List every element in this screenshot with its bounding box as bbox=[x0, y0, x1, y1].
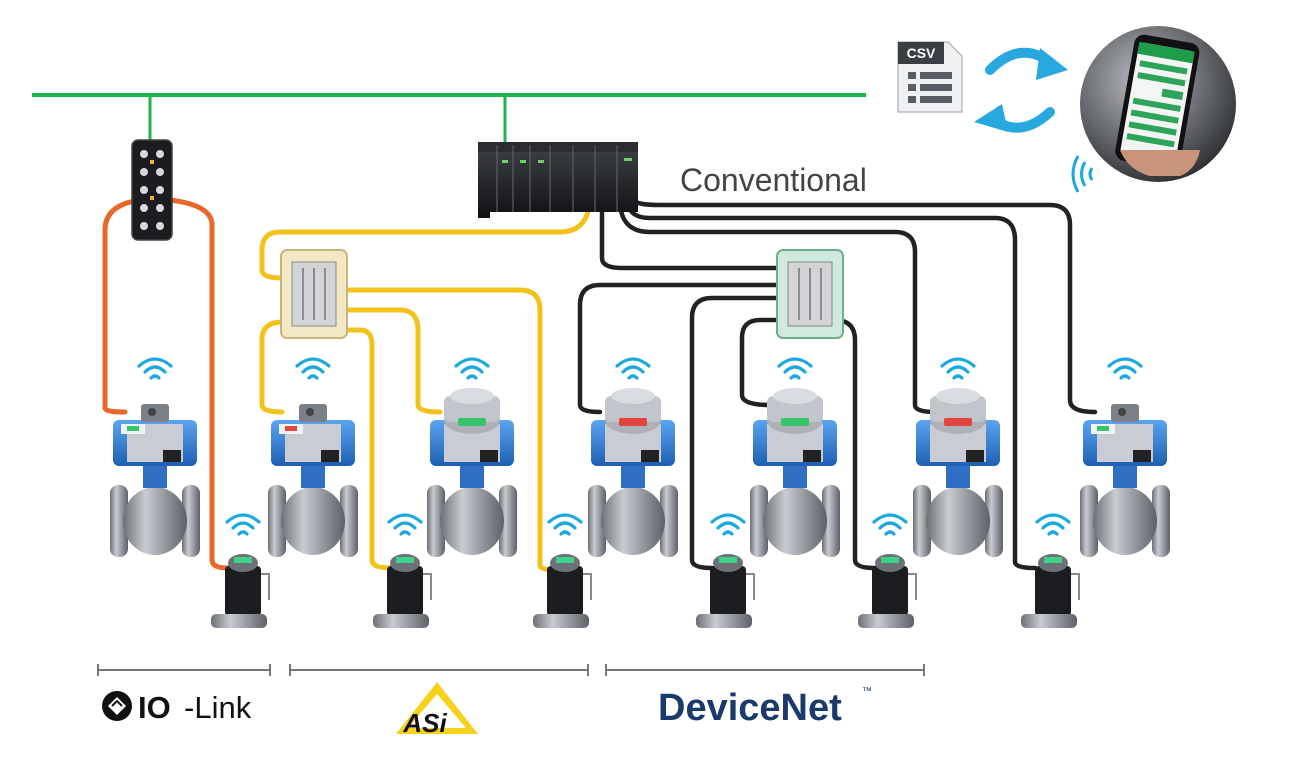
devicenet-module bbox=[776, 249, 844, 339]
csv-file-icon: CSV bbox=[897, 41, 963, 113]
status-led bbox=[719, 557, 737, 563]
status-led bbox=[781, 418, 809, 426]
solenoid-sensor bbox=[696, 554, 755, 628]
status-led bbox=[234, 557, 252, 563]
ball-valve-assembly bbox=[110, 404, 200, 557]
asi-logo: ASi bbox=[396, 682, 478, 738]
solenoid-sensors bbox=[211, 554, 1080, 628]
solenoid-sensor bbox=[373, 554, 432, 628]
wifi-icon bbox=[454, 357, 490, 380]
wifi-icon bbox=[615, 357, 651, 380]
status-led bbox=[396, 557, 414, 563]
iolink-prefix: IO bbox=[138, 690, 171, 725]
conventional-label: Conventional bbox=[680, 162, 867, 198]
wifi-icon bbox=[387, 513, 423, 536]
ball-valve-assembly bbox=[1080, 404, 1170, 557]
solenoid-sensor bbox=[1021, 554, 1080, 628]
smartphone-app-icon bbox=[1080, 26, 1236, 182]
ball-valve-assembly bbox=[427, 388, 517, 557]
solenoid-sensor bbox=[858, 554, 917, 628]
solenoid-sensor bbox=[211, 554, 270, 628]
status-led bbox=[881, 557, 899, 563]
conventional-cables bbox=[577, 197, 1098, 571]
wifi-icon bbox=[777, 357, 813, 380]
wifi-icon bbox=[872, 513, 908, 536]
wifi-icon bbox=[1107, 357, 1143, 380]
wifi-icon bbox=[547, 513, 583, 536]
wifi-icon bbox=[1071, 155, 1094, 193]
wifi-icon bbox=[940, 357, 976, 380]
iolink-master bbox=[131, 139, 173, 241]
wifi-icon bbox=[1035, 513, 1071, 536]
asi-module bbox=[280, 249, 348, 339]
solenoid-sensor bbox=[533, 554, 592, 628]
iolink-suffix: -Link bbox=[184, 690, 252, 725]
devicenet-tm: ™ bbox=[862, 686, 872, 697]
sync-arrows-icon bbox=[974, 47, 1068, 133]
wifi-icon bbox=[295, 357, 331, 380]
fieldbus-line bbox=[32, 93, 866, 142]
ball-valve-assembly bbox=[913, 388, 1003, 557]
iolink-logo: IO -Link bbox=[102, 690, 252, 725]
ball-valve-assembly bbox=[588, 388, 678, 557]
status-led bbox=[944, 418, 972, 426]
iolink-cables bbox=[102, 197, 231, 571]
status-led bbox=[127, 426, 139, 431]
csv-label: CSV bbox=[907, 45, 936, 61]
asi-text: ASi bbox=[402, 708, 447, 738]
wifi-icon bbox=[225, 513, 261, 536]
status-led bbox=[1044, 557, 1062, 563]
wireless-indicators bbox=[137, 357, 1143, 536]
status-led bbox=[285, 426, 297, 431]
wifi-icon bbox=[710, 513, 746, 536]
valve-assemblies bbox=[110, 388, 1170, 557]
protocol-brackets bbox=[97, 664, 925, 676]
devicenet-logo: DeviceNet ™ bbox=[658, 686, 872, 729]
devicenet-text: DeviceNet bbox=[658, 687, 842, 729]
status-led bbox=[619, 418, 647, 426]
ball-valve-assembly bbox=[750, 388, 840, 557]
wifi-icon bbox=[137, 357, 173, 380]
status-led bbox=[458, 418, 486, 426]
plc-controller bbox=[478, 142, 638, 218]
status-led bbox=[556, 557, 574, 563]
status-led bbox=[1097, 426, 1109, 431]
ball-valve-assembly bbox=[268, 404, 358, 557]
